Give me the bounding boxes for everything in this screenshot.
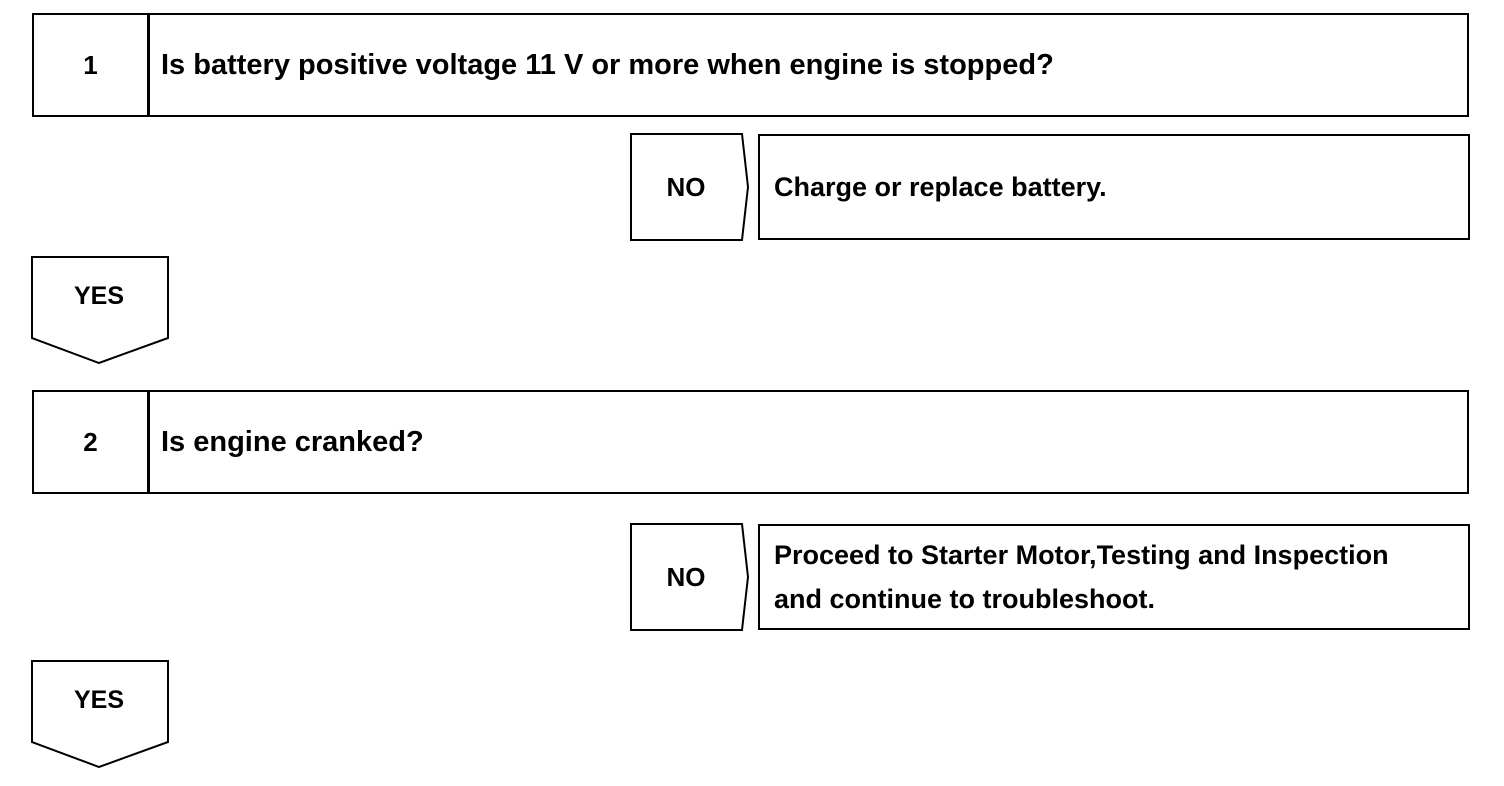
step-1-number: 1 [34, 15, 150, 115]
step-1-no-action-line-1: Charge or replace battery. [774, 172, 1107, 202]
step-1-no-label: NO [666, 171, 706, 202]
step-1-box: 1 Is battery positive voltage 11 V or mo… [32, 13, 1469, 117]
step-1-yes-label: YES [73, 282, 125, 310]
step-2-no-label: NO [666, 561, 706, 592]
step-2-question: Is engine cranked? [161, 425, 424, 458]
step-1-no-tag: NO [630, 133, 750, 241]
step-2-yes-tag: YES [31, 660, 169, 768]
step-2-no-action-line-2: and continue to troubleshoot. [774, 584, 1155, 614]
step-2-no-action-line-1: Proceed to Starter Motor,Testing and Ins… [774, 540, 1389, 570]
no-arrow-shape [630, 133, 750, 241]
step-2-no-tag: NO [630, 523, 750, 631]
yes-arrow-shape [31, 256, 169, 364]
step-2-box: 2 Is engine cranked? [32, 390, 1469, 494]
step-2-no-action: Proceed to Starter Motor,Testing and Ins… [758, 524, 1470, 630]
step-1-yes-tag: YES [31, 256, 169, 364]
step-2-yes-label: YES [73, 686, 125, 714]
step-1-no-action: Charge or replace battery. [758, 134, 1470, 240]
step-2-number: 2 [34, 392, 150, 492]
step-1-question: Is battery positive voltage 11 V or more… [161, 48, 1054, 81]
yes-arrow-shape [31, 660, 169, 768]
no-arrow-shape [630, 523, 750, 631]
